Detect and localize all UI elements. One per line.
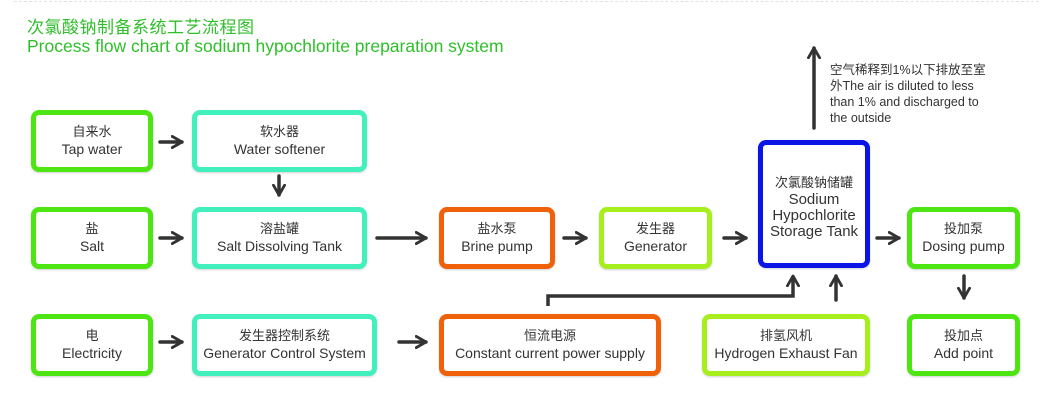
node-label-en: Brine pump — [461, 238, 533, 254]
node-generator: 发生器 Generator — [599, 207, 712, 269]
page-title-cn: 次氯酸钠制备系统工艺流程图 — [27, 18, 255, 38]
node-label-en: Dosing pump — [922, 238, 1005, 254]
node-water-softener: 软水器 Water softener — [192, 110, 367, 172]
node-power-supply: 恒流电源 Constant current power supply — [439, 314, 661, 376]
node-label-en: Salt Dissolving Tank — [216, 238, 343, 254]
node-dosing-pump: 投加泵 Dosing pump — [907, 207, 1020, 269]
exhaust-note-line: the outside — [830, 111, 892, 125]
node-label-cn: 自来水 — [72, 125, 112, 140]
exhaust-note: 空气稀释到1%以下排放至室 外The air is diluted to les… — [830, 62, 1030, 126]
node-label-en-3: Storage Tank — [769, 223, 859, 240]
node-label-cn: 盐水泵 — [477, 222, 517, 237]
exhaust-note-line: than 1% and discharged to — [830, 95, 979, 109]
node-exhaust-fan: 排氢风机 Hydrogen Exhaust Fan — [702, 314, 870, 376]
node-label-cn: 次氯酸钠储罐 — [774, 176, 853, 191]
node-label-en: Hydrogen Exhaust Fan — [714, 345, 858, 361]
node-label-en: Electricity — [62, 345, 122, 361]
node-brine-pump: 盐水泵 Brine pump — [439, 207, 555, 269]
node-label-cn: 投加泵 — [943, 222, 983, 237]
node-label-cn: 盐 — [85, 222, 99, 237]
node-label-en: Tap water — [61, 141, 123, 157]
node-label-en: Salt — [79, 238, 105, 254]
node-label-cn: 发生器控制系统 — [238, 329, 330, 344]
node-label-cn: 软水器 — [259, 125, 299, 140]
node-label-cn: 电 — [85, 329, 99, 344]
node-storage-tank: 次氯酸钠储罐 Sodium Hypochlorite Storage Tank — [758, 140, 870, 268]
node-label-cn: 发生器 — [635, 222, 675, 237]
node-label-cn: 恒流电源 — [523, 329, 576, 344]
node-label-en-2: Hypochlorite — [772, 207, 856, 224]
page-title-en: Process flow chart of sodium hypochlorit… — [27, 36, 504, 56]
top-dashed-divider — [14, 1, 1039, 2]
node-label-en: Generator — [623, 238, 688, 254]
node-electricity: 电 Electricity — [31, 314, 153, 376]
node-salt: 盐 Salt — [31, 207, 153, 269]
node-label-en: Constant current power supply — [455, 345, 645, 361]
node-salt-dissolving-tank: 溶盐罐 Salt Dissolving Tank — [192, 207, 367, 269]
exhaust-note-line: 空气稀释到1%以下排放至室 — [830, 63, 986, 77]
node-generator-control: 发生器控制系统 Generator Control System — [192, 314, 377, 376]
exhaust-note-line: 外The air is diluted to less — [830, 79, 974, 93]
node-label-cn: 溶盐罐 — [259, 222, 299, 237]
arrow-power-to-storage — [546, 274, 800, 306]
node-label-cn: 投加点 — [943, 329, 983, 344]
node-tap-water: 自来水 Tap water — [31, 110, 153, 172]
node-label-en: Generator Control System — [203, 345, 366, 361]
node-label-en-1: Sodium — [788, 191, 840, 208]
node-add-point: 投加点 Add point — [907, 314, 1020, 376]
node-label-en: Add point — [933, 345, 994, 361]
node-label-en: Water softener — [233, 141, 326, 157]
node-label-cn: 排氢风机 — [759, 329, 812, 344]
